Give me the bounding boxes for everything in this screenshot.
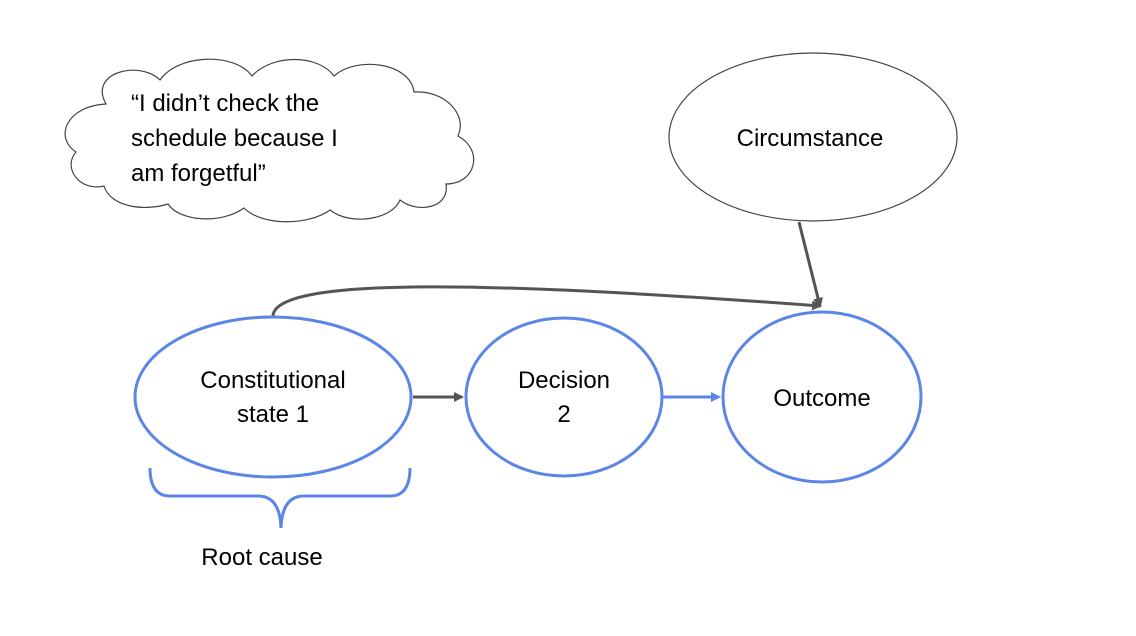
circumstance-to-outcome-arrow (797, 221, 823, 308)
decision-label-line-2: 2 (557, 401, 570, 428)
root-cause-brace (148, 467, 412, 529)
outcome-ellipse (721, 310, 923, 484)
constitutional-to-outcome-arrow (271, 285, 822, 319)
circumstance-label: Circumstance (737, 125, 884, 152)
constitutional-state-label-line-2: state 1 (237, 401, 309, 428)
circumstance-node: Circumstance (668, 52, 958, 222)
decision-node: Decision 2 (464, 316, 664, 478)
thought-line-2: schedule because I (131, 125, 338, 152)
circumstance-ellipse (668, 52, 958, 222)
constitutional-state-node: Constitutional state 1 (133, 315, 413, 479)
decision-ellipse (464, 316, 664, 478)
thought-line-3: am forgetful” (131, 160, 266, 187)
thought-line-1: “I didn’t check the (131, 90, 319, 117)
decision-label-line-1: Decision (518, 367, 610, 394)
outcome-node: Outcome (721, 310, 923, 484)
thought-cloud: “I didn’t check the schedule because I a… (64, 58, 475, 223)
root-cause-label: Root cause (201, 544, 322, 571)
outcome-label: Outcome (773, 385, 870, 412)
cloud-shape (64, 58, 475, 223)
constitutional-state-ellipse (133, 315, 413, 479)
constitutional-state-label-line-1: Constitutional (200, 367, 345, 394)
